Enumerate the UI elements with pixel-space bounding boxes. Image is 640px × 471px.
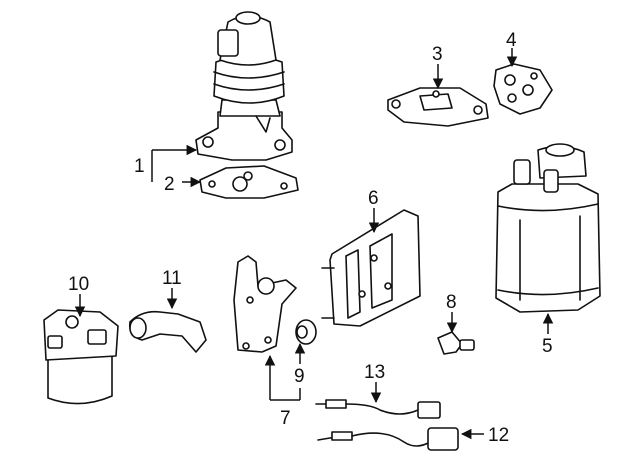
vapor-canister-part-5 — [495, 143, 601, 313]
gasket-part-2 — [199, 165, 299, 199]
wire-harness-part-12 — [317, 427, 459, 451]
egr-valve-part-1 — [195, 11, 293, 161]
callout-12: 12 — [488, 425, 509, 446]
bracket-plate-part-3 — [387, 87, 489, 127]
callout-1: 1 — [134, 156, 145, 177]
bracket-part-7 — [233, 255, 297, 353]
callout-4: 4 — [506, 30, 517, 51]
grommet-part-9 — [295, 319, 317, 345]
callout-13: 13 — [364, 362, 385, 383]
callout-5: 5 — [542, 336, 553, 357]
leader-lines — [74, 48, 554, 440]
callout-11: 11 — [162, 268, 182, 289]
hose-part-11 — [128, 310, 207, 353]
mounting-bracket-part-6 — [321, 209, 421, 327]
filter-part-10 — [43, 309, 119, 405]
small-gasket-part-4 — [493, 63, 553, 115]
callout-3: 3 — [432, 44, 443, 65]
callout-9: 9 — [294, 366, 305, 387]
callout-8: 8 — [446, 292, 457, 313]
callout-6: 6 — [368, 188, 379, 209]
callout-labels: 1 2 3 4 5 6 7 8 9 10 11 12 13 — [68, 30, 553, 446]
callout-10: 10 — [68, 274, 89, 295]
callout-2: 2 — [164, 174, 175, 195]
callout-7: 7 — [280, 408, 291, 429]
sensor-part-8 — [437, 331, 475, 355]
wire-harness-part-13 — [315, 399, 441, 419]
